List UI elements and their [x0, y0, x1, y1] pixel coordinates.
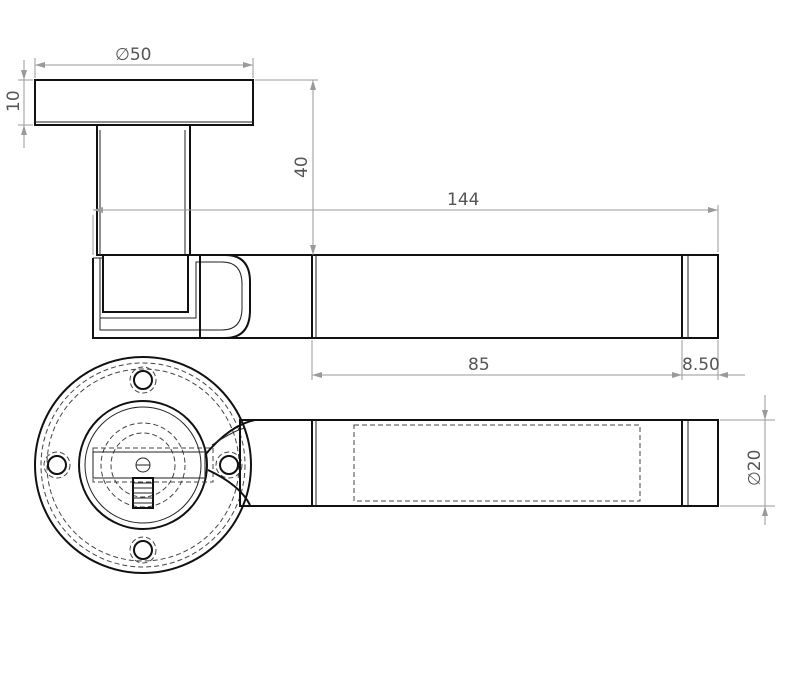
dim-label-total-length: 144	[447, 190, 479, 210]
dim-label-lever-diameter: ∅20	[745, 450, 765, 486]
rose-plate-top	[34, 356, 252, 574]
lever-hub	[92, 254, 251, 339]
lever-bar-side	[199, 254, 719, 339]
screw-holes	[43, 366, 243, 564]
side-view-dimensions	[18, 58, 745, 380]
grub-screw	[132, 477, 154, 509]
rose-plate-side	[34, 79, 254, 126]
dim-label-rose-diameter: ∅50	[115, 45, 151, 65]
top-view	[34, 356, 719, 574]
lever-bar-top	[239, 419, 719, 507]
top-view-dimensions	[720, 395, 775, 525]
dim-label-grip-length: 85	[468, 355, 490, 375]
dim-label-end-cap: 8.50	[682, 355, 720, 375]
dim-label-lever-height: 40	[292, 156, 312, 178]
side-view	[34, 79, 719, 339]
dim-label-rose-thickness: 10	[4, 90, 24, 112]
spindle-neck	[96, 124, 191, 256]
